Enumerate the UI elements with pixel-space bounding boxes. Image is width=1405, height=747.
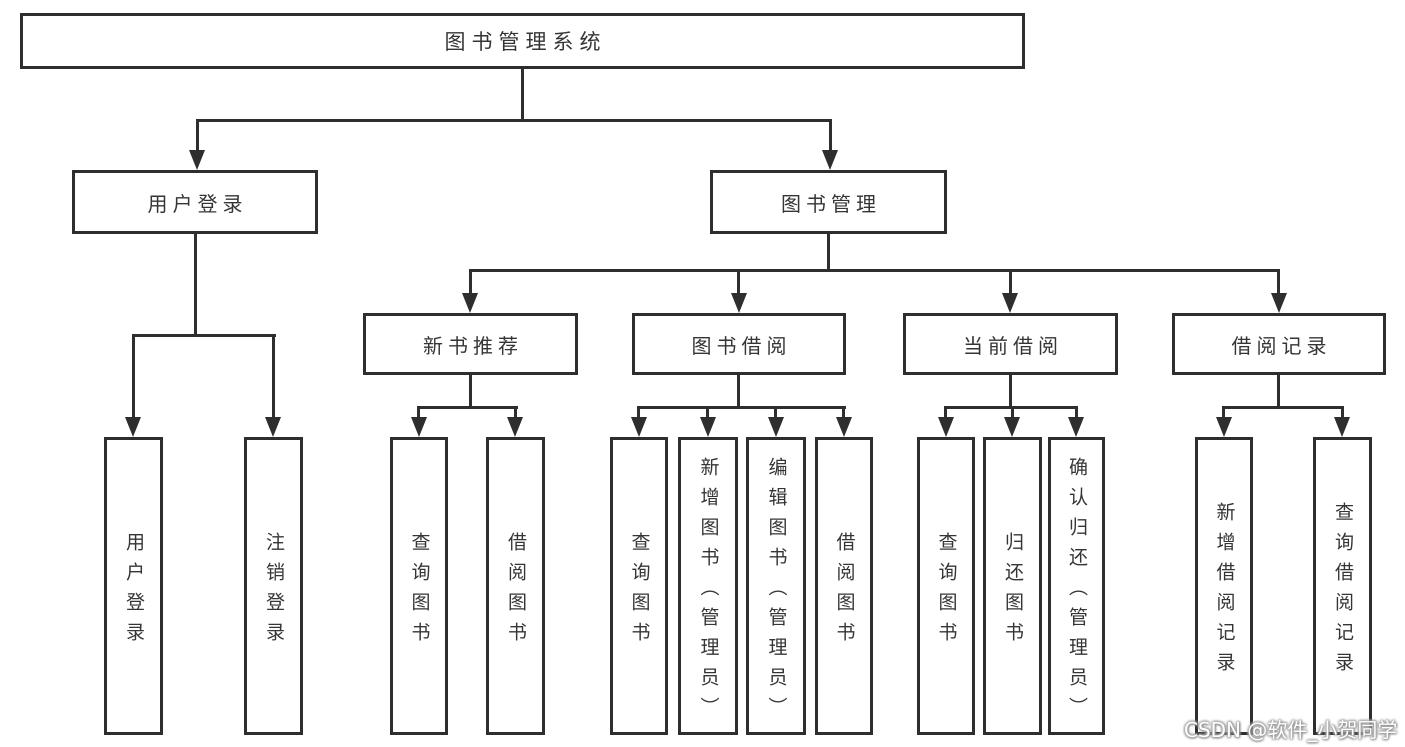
- connector-line: [272, 334, 275, 423]
- leaf-query-books-current-label: 查询图书: [935, 531, 958, 652]
- connector-line: [1341, 406, 1344, 425]
- leaf-borrow-books-recommend: 借阅图书: [486, 437, 545, 735]
- arrowhead-down-icon: [265, 417, 281, 437]
- leaf-query-books-recommend: 查询图书: [390, 437, 448, 735]
- node-book-management: 图书管理: [710, 170, 947, 234]
- leaf-return-books-label: 归还图书: [1002, 531, 1024, 652]
- connector-line: [469, 269, 1280, 272]
- arrowhead-down-icon: [1334, 417, 1350, 437]
- connector-line: [1222, 406, 1225, 425]
- leaf-query-books-current: 查询图书: [917, 437, 975, 735]
- connector-line: [514, 406, 517, 425]
- arrowhead-down-icon: [411, 417, 427, 437]
- connector-line: [1075, 406, 1078, 425]
- leaf-logout-label: 注销登录: [263, 531, 285, 652]
- node-new-book-recommend: 新书推荐: [363, 313, 578, 375]
- connector-line: [1277, 375, 1280, 408]
- arrowhead-down-icon: [768, 417, 784, 437]
- leaf-edit-books-admin-label: 编辑图书（管理员）: [765, 456, 788, 727]
- arrowhead-down-icon: [700, 417, 716, 437]
- leaf-edit-books-admin: 编辑图书（管理员）: [746, 437, 806, 735]
- leaf-borrow-books: 借阅图书: [815, 437, 873, 735]
- connector-line: [469, 375, 472, 408]
- node-root-label: 图书管理系统: [444, 30, 607, 54]
- arrowhead-down-icon: [1004, 417, 1020, 437]
- connector-line: [132, 334, 276, 337]
- node-user-login: 用户登录: [72, 170, 318, 234]
- arrowhead-down-icon: [1271, 293, 1287, 313]
- arrowhead-down-icon: [125, 417, 141, 437]
- node-book-borrow-label: 图书借阅: [691, 333, 792, 358]
- connector-line: [774, 406, 777, 425]
- connector-line: [132, 334, 135, 423]
- leaf-borrow-books-label: 借阅图书: [833, 531, 856, 652]
- leaf-add-borrow-record-label: 新增借阅记录: [1213, 501, 1236, 682]
- node-user-login-label: 用户登录: [147, 191, 248, 216]
- connector-line: [1009, 375, 1012, 408]
- connector-line: [521, 69, 524, 121]
- node-root: 图书管理系统: [20, 13, 1025, 69]
- leaf-add-borrow-record: 新增借阅记录: [1195, 437, 1253, 735]
- node-current-borrow: 当前借阅: [903, 313, 1118, 375]
- node-borrow-records: 借阅记录: [1172, 313, 1386, 375]
- connector-line: [944, 406, 947, 425]
- leaf-user-login-label: 用户登录: [123, 531, 145, 652]
- leaf-confirm-return-admin: 确认归还（管理员）: [1048, 437, 1105, 735]
- leaf-add-books-admin: 新增图书（管理员）: [678, 437, 738, 735]
- leaf-query-books-borrow: 查询图书: [610, 437, 668, 735]
- node-book-management-label: 图书管理: [781, 191, 881, 216]
- arrowhead-down-icon: [822, 150, 838, 170]
- node-book-borrow: 图书借阅: [632, 313, 846, 375]
- node-new-book-recommend-label: 新书推荐: [423, 333, 523, 358]
- connector-line: [196, 119, 832, 122]
- leaf-confirm-return-admin-label: 确认归还（管理员）: [1066, 456, 1088, 727]
- arrowhead-down-icon: [1002, 293, 1018, 313]
- connector-line: [1277, 269, 1280, 295]
- connector-line: [737, 375, 740, 408]
- connector-line: [637, 406, 640, 425]
- arrowhead-down-icon: [938, 417, 954, 437]
- connector-line: [1011, 406, 1014, 425]
- arrowhead-down-icon: [462, 293, 478, 313]
- connector-line: [417, 406, 518, 409]
- connector-line: [469, 269, 472, 295]
- leaf-query-books-borrow-label: 查询图书: [628, 531, 651, 652]
- leaf-query-books-recommend-label: 查询图书: [408, 531, 431, 652]
- watermark: CSDN @软件_小贺同学: [1184, 718, 1398, 742]
- connector-line: [196, 119, 199, 160]
- leaf-logout: 注销登录: [244, 437, 303, 735]
- leaf-add-books-admin-label: 新增图书（管理员）: [697, 456, 720, 727]
- node-borrow-records-label: 借阅记录: [1231, 333, 1332, 358]
- node-current-borrow-label: 当前借阅: [963, 333, 1063, 358]
- arrowhead-down-icon: [731, 293, 747, 313]
- connector-line: [827, 234, 830, 272]
- leaf-borrow-books-recommend-label: 借阅图书: [505, 531, 527, 652]
- connector-line: [1009, 269, 1012, 295]
- connector-line: [829, 119, 832, 160]
- arrowhead-down-icon: [507, 417, 523, 437]
- connector-line: [637, 406, 846, 409]
- leaf-query-borrow-record: 查询借阅记录: [1313, 437, 1372, 735]
- connector-line: [417, 406, 420, 425]
- leaf-return-books: 归还图书: [983, 437, 1042, 735]
- arrowhead-down-icon: [631, 417, 647, 437]
- leaf-query-borrow-record-label: 查询借阅记录: [1332, 501, 1354, 682]
- arrowhead-down-icon: [1068, 417, 1084, 437]
- arrowhead-down-icon: [836, 417, 852, 437]
- connector-line: [1222, 406, 1344, 409]
- arrowhead-down-icon: [189, 150, 205, 170]
- connector-line: [842, 406, 845, 425]
- connector-line: [737, 269, 740, 295]
- connector-line: [706, 406, 709, 425]
- arrowhead-down-icon: [1216, 417, 1232, 437]
- connector-line: [194, 234, 197, 336]
- leaf-user-login: 用户登录: [104, 437, 163, 735]
